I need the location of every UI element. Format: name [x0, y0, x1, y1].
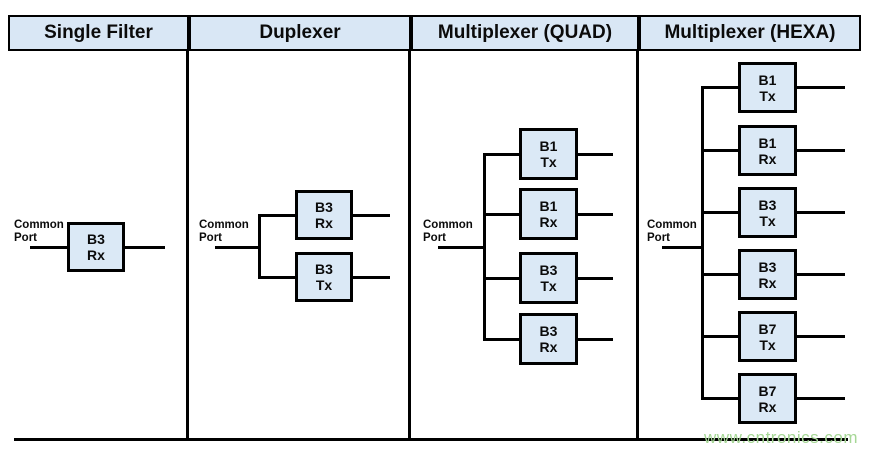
- output-line: [797, 335, 845, 338]
- common-port-label-line1: Common: [647, 219, 697, 231]
- common-port-label-line1: Common: [199, 219, 249, 231]
- branch-stub-line: [259, 276, 295, 279]
- column-divider: [186, 50, 189, 441]
- common-port-feed-line: [30, 246, 67, 249]
- filter-path-label: Tx: [759, 87, 776, 104]
- filter-band-label: B1: [539, 138, 558, 154]
- output-line: [578, 153, 613, 156]
- common-port-label-line1: Common: [423, 219, 473, 231]
- branch-stub-line: [484, 338, 519, 341]
- header-cell-duplexer: Duplexer: [189, 15, 411, 51]
- common-port-label-line2: Port: [647, 231, 670, 244]
- branch-line: [701, 86, 704, 400]
- filter-path-label: Tx: [315, 277, 333, 293]
- common-port-label-line2: Port: [423, 231, 446, 244]
- branch-stub-line: [702, 335, 738, 338]
- filter-path-label: Tx: [540, 154, 557, 170]
- filter-band-label: B1: [758, 134, 777, 151]
- output-line: [353, 214, 390, 217]
- bottom-border-line: [14, 438, 848, 441]
- common-port-feed-line: [662, 246, 702, 249]
- common-port-feed-line: [438, 246, 484, 249]
- common-port-label-line2: Port: [199, 231, 222, 244]
- common-port-label-line2: Port: [14, 231, 37, 244]
- filter-band-label: B7: [758, 320, 777, 337]
- output-line: [797, 149, 845, 152]
- header-cell-single-filter: Single Filter: [8, 15, 189, 51]
- output-line: [125, 246, 165, 249]
- branch-stub-line: [484, 277, 519, 280]
- header-cell-multiplexer-hexa: Multiplexer (HEXA): [639, 15, 861, 51]
- branch-stub-line: [702, 273, 738, 276]
- output-line: [578, 213, 613, 216]
- filter-band-label: B3: [539, 262, 558, 278]
- output-line: [797, 86, 845, 89]
- filter-path-label: Rx: [315, 215, 333, 231]
- filter-band-label: B3: [315, 261, 333, 277]
- filter-path-label: Rx: [758, 398, 777, 415]
- filter-path-label: Rx: [539, 214, 558, 230]
- output-line: [797, 211, 845, 214]
- filter-path-label: Tx: [759, 336, 776, 353]
- header-cell-multiplexer-quad: Multiplexer (QUAD): [411, 15, 639, 51]
- branch-stub-line: [702, 86, 738, 89]
- branch-stub-line: [702, 397, 738, 400]
- branch-line: [483, 153, 486, 341]
- filter-band-label: B3: [758, 258, 777, 275]
- output-line: [353, 276, 390, 279]
- branch-stub-line: [484, 153, 519, 156]
- common-port-label-line1: Common: [14, 219, 64, 231]
- filter-band-label: B3: [758, 196, 777, 213]
- filter-path-label: Rx: [539, 339, 558, 355]
- branch-stub-line: [484, 213, 519, 216]
- filter-path-label: Rx: [87, 247, 105, 263]
- filter-band-label: B3: [87, 231, 105, 247]
- filter-band-label: B7: [758, 382, 777, 399]
- branch-stub-line: [702, 211, 738, 214]
- branch-line: [258, 214, 261, 279]
- branch-stub-line: [259, 214, 295, 217]
- filter-band-label: B1: [539, 198, 558, 214]
- watermark: www.cntronics.com: [704, 428, 858, 447]
- output-line: [578, 277, 613, 280]
- output-line: [797, 397, 845, 400]
- output-line: [797, 273, 845, 276]
- column-divider: [636, 50, 639, 441]
- filter-path-label: Rx: [758, 274, 777, 291]
- output-line: [578, 338, 613, 341]
- filter-path-label: Rx: [758, 150, 777, 167]
- filter-band-label: B3: [315, 199, 333, 215]
- branch-stub-line: [702, 149, 738, 152]
- filter-path-label: Tx: [759, 212, 776, 229]
- column-divider: [408, 50, 411, 441]
- filter-band-label: B3: [539, 323, 558, 339]
- filter-band-label: B1: [758, 71, 777, 88]
- filter-path-label: Tx: [540, 278, 557, 294]
- common-port-feed-line: [215, 246, 259, 249]
